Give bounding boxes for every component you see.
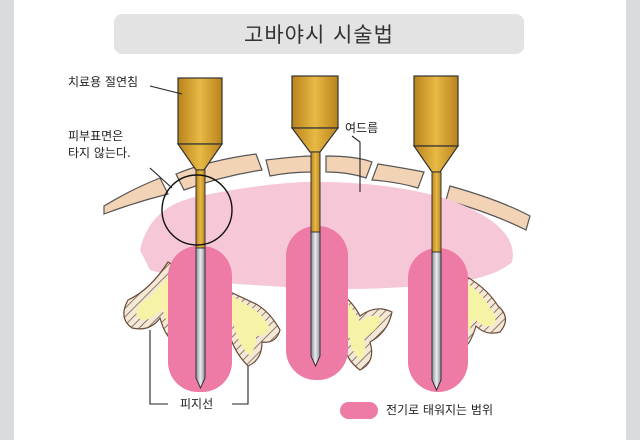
skin-segment-left — [103, 177, 169, 215]
label-pimple: 여드름 — [345, 121, 379, 135]
leader-pimple — [351, 135, 361, 192]
needle-center-collar — [290, 127, 340, 153]
needle-right-tip — [431, 251, 442, 392]
gland-center-left-inner — [226, 296, 270, 356]
skin-segment-3 — [325, 155, 373, 179]
label-electrode: 치료용 절연침 — [68, 75, 139, 89]
needle-right-collar — [412, 145, 460, 173]
needle-center-tip — [310, 231, 321, 368]
skin-segment-right — [445, 185, 531, 231]
needle-right-insulated — [431, 171, 442, 253]
needle-left — [176, 77, 224, 390]
label-skin-line2: 타지 않는다. — [68, 146, 131, 160]
needle-right-holder — [413, 75, 459, 147]
skin-segment-4 — [371, 163, 425, 189]
label-skin-line1: 피부표면은 — [68, 129, 124, 143]
right-frame-bar — [626, 0, 640, 440]
leader-electrode — [149, 85, 183, 95]
needle-center-holder — [291, 75, 339, 129]
legend-burn-swatch — [340, 402, 378, 419]
leader-skin — [149, 167, 173, 189]
diagram-title: 고바야시 시술법 — [114, 14, 524, 54]
needle-center-insulated — [310, 151, 321, 233]
needle-left-insulated — [195, 169, 206, 249]
leader-sebaceous-left — [149, 330, 168, 405]
skin-segment-2 — [265, 155, 313, 177]
leader-lines — [149, 85, 361, 405]
leader-sebaceous-right — [232, 366, 249, 405]
label-sebaceous: 피지선 — [180, 397, 214, 411]
needle-center — [290, 75, 340, 368]
gland-center-right-inner — [338, 296, 382, 360]
needle-left-tip — [195, 247, 206, 390]
legend-burn-label: 전기로 태워지는 범위 — [386, 403, 493, 417]
needle-left-holder — [177, 77, 223, 145]
needle-right — [412, 75, 460, 392]
left-frame-bar — [0, 0, 14, 440]
skin-highlight-circle — [161, 174, 233, 246]
